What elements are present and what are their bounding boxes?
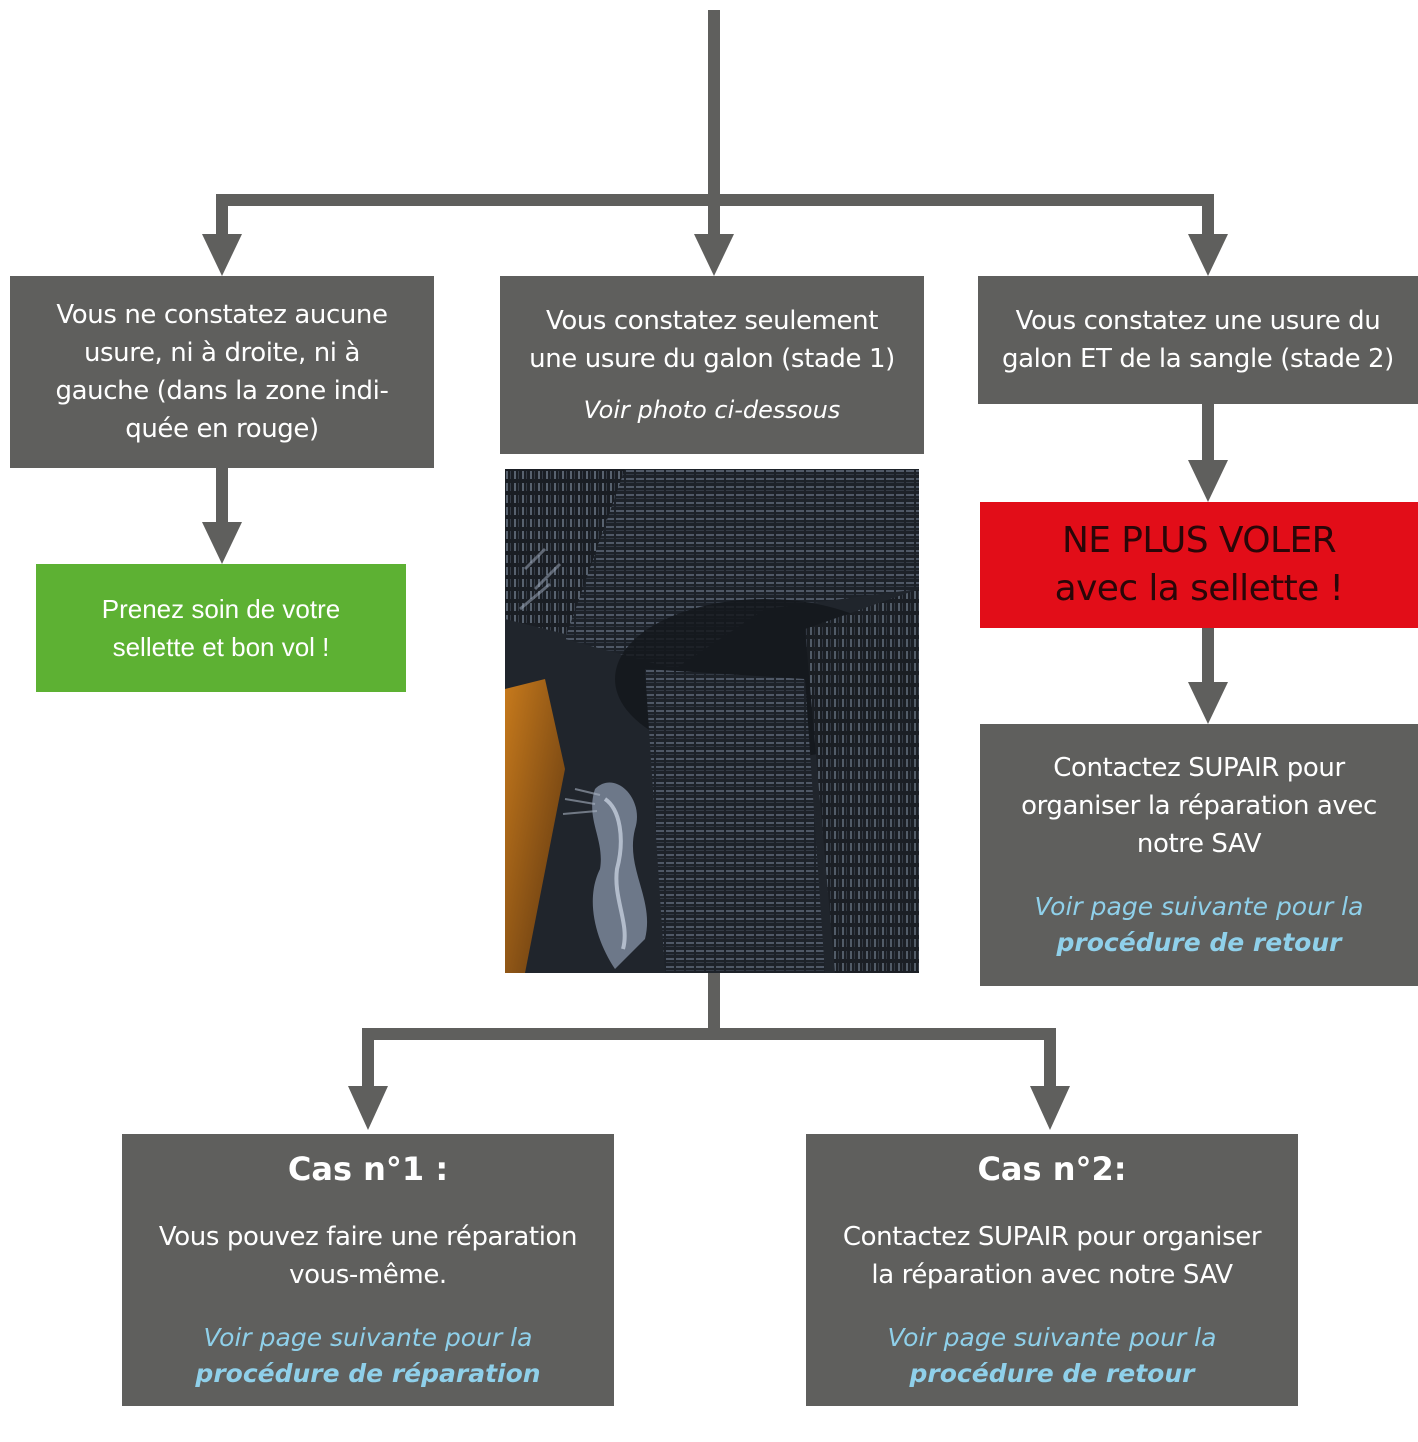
contact-stage2-link-prefix: Voir page suivante pour la xyxy=(1034,892,1364,921)
stop-flying-text: NE PLUS VOLER avec la sellette ! xyxy=(1054,520,1344,609)
case1-title: Cas n°1 : xyxy=(287,1150,449,1188)
case2-text: Contactez SUPAIR pour organiser la répar… xyxy=(842,1222,1262,1290)
connector-branch-right xyxy=(1202,194,1214,242)
connector-trunk xyxy=(708,10,720,200)
worn-webbing-photo xyxy=(505,469,919,973)
stage2-text: Vous constatez une usure du galon ET de … xyxy=(1002,306,1394,374)
contact-stage2-link-bold: procédure de retour xyxy=(1056,928,1342,957)
connector-stop-down xyxy=(1202,628,1214,690)
connector-no-wear-down xyxy=(216,468,228,530)
stop-flying-box: NE PLUS VOLER avec la sellette ! xyxy=(980,502,1418,628)
case2-box: Cas n°2: Contactez SUPAIR pour organiser… xyxy=(806,1134,1298,1406)
contact-stage2-box: Contactez SUPAIR pour organiser la répar… xyxy=(980,724,1418,986)
connector-branch-middle xyxy=(708,194,720,242)
connector-split-top xyxy=(216,194,1214,206)
contact-stage2-text: Contactez SUPAIR pour organiser la répar… xyxy=(1021,753,1377,859)
no-wear-box: Vous ne constatez aucune usure, ni à dro… xyxy=(10,276,434,468)
arrow-to-good-flight xyxy=(202,522,242,564)
stage1-text: Vous constatez seulement une usure du ga… xyxy=(529,306,895,374)
good-flight-box: Prenez soin de votre sellette et bon vol… xyxy=(36,564,406,692)
case1-link-bold: procédure de réparation xyxy=(195,1359,541,1388)
stage1-box: Vous constatez seulement une usure du ga… xyxy=(500,276,924,454)
contact-stage2-link[interactable]: Voir page suivante pour la procédure de … xyxy=(1035,889,1364,961)
case1-box: Cas n°1 : Vous pouvez faire une réparati… xyxy=(122,1134,614,1406)
stage2-box: Vous constatez une usure du galon ET de … xyxy=(978,276,1418,404)
case2-title: Cas n°2: xyxy=(977,1150,1127,1188)
arrow-to-stop-flying xyxy=(1188,460,1228,502)
case1-link-prefix: Voir page suivante pour la xyxy=(203,1323,533,1352)
connector-split-bottom xyxy=(362,1028,1056,1040)
arrow-to-case1 xyxy=(348,1086,388,1130)
case2-link-bold: procédure de retour xyxy=(909,1359,1195,1388)
connector-branch-left xyxy=(216,194,228,242)
connector-photo-down xyxy=(708,972,720,1034)
case1-text: Vous pouvez faire une réparation vous-mê… xyxy=(158,1222,578,1290)
case2-link-prefix: Voir page suivante pour la xyxy=(887,1323,1217,1352)
good-flight-text: Prenez soin de votre sellette et bon vol… xyxy=(101,594,341,662)
connector-case2-branch xyxy=(1044,1028,1056,1092)
no-wear-text: Vous ne constatez aucune usure, ni à dro… xyxy=(55,300,389,444)
arrow-to-stage2 xyxy=(1188,234,1228,276)
case2-link[interactable]: Voir page suivante pour la procédure de … xyxy=(888,1320,1217,1392)
arrow-to-no-wear xyxy=(202,234,242,276)
connector-case1-branch xyxy=(362,1028,374,1092)
case1-link[interactable]: Voir page suivante pour la procédure de … xyxy=(195,1320,540,1392)
arrow-to-stage1 xyxy=(694,234,734,276)
connector-stage2-down xyxy=(1202,404,1214,466)
photo-illustration xyxy=(505,469,919,973)
arrow-to-contact xyxy=(1188,682,1228,724)
arrow-to-case2 xyxy=(1030,1086,1070,1130)
stage1-note: Voir photo ci-dessous xyxy=(583,396,841,424)
